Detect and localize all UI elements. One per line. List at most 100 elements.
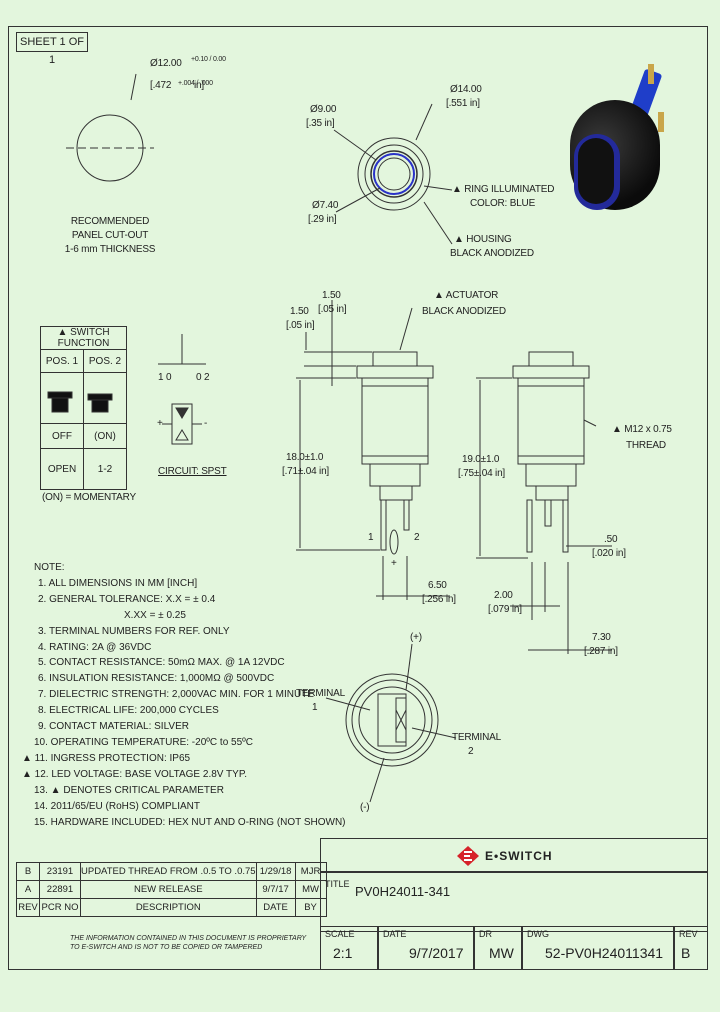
- pcr-cell: 22891: [39, 880, 81, 899]
- part-number: PV0H24011-341: [355, 884, 451, 899]
- revision-row: A 22891 NEW RELEASE 9/7/17 MW: [16, 880, 327, 899]
- dim-18: 18.0±1.0: [286, 452, 324, 463]
- row1-pos2: (ON): [83, 423, 127, 449]
- terminal-1-num-label: 1: [312, 702, 318, 713]
- cutout-dim-tol: +0.10 / 0.00: [191, 56, 226, 63]
- front-d14: Ø14.00: [450, 84, 482, 95]
- scale-cell: SCALE 2:1: [320, 926, 378, 970]
- note-item: 4. RATING: 2A @ 36VDC: [38, 641, 152, 653]
- front-d14-in: [.551 in]: [446, 98, 480, 109]
- by-header: BY: [294, 898, 327, 917]
- note-item: 14. 2011/65/EU (RoHS) COMPLIANT: [34, 800, 200, 812]
- eswitch-logo-icon: [457, 846, 479, 866]
- thread-label-1: ▲ M12 x 0.75: [612, 424, 672, 435]
- front-view: [333, 103, 453, 245]
- proprietary-line: THE INFORMATION CONTAINED IN THIS DOCUME…: [70, 935, 307, 942]
- circuit-caption: CIRCUIT: SPST: [158, 466, 227, 477]
- dim-730-in: [.287 in]: [584, 646, 618, 657]
- terminal-2-label: TERMINAL: [452, 732, 501, 743]
- cutout-dim-unit: in]: [194, 80, 204, 91]
- switch-function-header: ▲ SWITCH FUNCTION: [40, 326, 127, 350]
- dim-18-in: [.71±.04 in]: [282, 466, 330, 477]
- dim-050-in: [.020 in]: [592, 548, 626, 559]
- brand-box: E•SWITCH: [320, 838, 708, 872]
- front-d74: Ø7.40: [312, 200, 339, 211]
- note-item: 7. DIELECTRIC STRENGTH: 2,000VAC MIN. FO…: [38, 689, 314, 701]
- notes-block: NOTE: 1. ALL DIMENSIONS IN MM [INCH] 2. …: [22, 560, 346, 830]
- date-cell: 1/29/18: [255, 862, 296, 881]
- title-box: TITLE PV0H24011-341: [320, 872, 708, 932]
- dim-200-in: [.079 in]: [488, 604, 522, 615]
- rev-label: REV: [679, 929, 698, 939]
- dim-19: 19.0±1.0: [462, 454, 500, 465]
- rev-cell: B: [16, 862, 40, 881]
- dwg-value: 52-PV0H24011341: [545, 945, 664, 961]
- note-item: ▲ 12. LED VOLTAGE: BASE VOLTAGE 2.8V TYP…: [22, 768, 247, 780]
- dim-150a-in: [.05 in]: [286, 320, 315, 331]
- ring-label-1: ▲ RING ILLUMINATED: [452, 184, 555, 195]
- notes-title: NOTE:: [34, 562, 65, 573]
- pcr-cell: 23191: [39, 862, 81, 881]
- note-item: 9. CONTACT MATERIAL: SILVER: [38, 721, 189, 733]
- row2-pos2: 1-2: [83, 448, 127, 490]
- housing-label-1: ▲ HOUSING: [454, 234, 512, 245]
- date-value: 9/7/2017: [409, 945, 464, 961]
- terminal-1-num: 1: [368, 532, 374, 543]
- circuit-0a: 0: [166, 372, 172, 383]
- circuit-0b: 0: [196, 372, 202, 383]
- product-render: [562, 64, 682, 214]
- note-item: X.XX = ± 0.25: [124, 609, 186, 621]
- date-header: DATE: [255, 898, 296, 917]
- actuator-label-1: ▲ ACTUATOR: [434, 290, 499, 301]
- dim-200: 2.00: [494, 590, 513, 601]
- dim-650-in: [.256 in]: [422, 594, 456, 605]
- bottom-minus: (-): [360, 802, 370, 813]
- note-item: 3. TERMINAL NUMBERS FOR REF. ONLY: [38, 625, 230, 637]
- note-item: 6. INSULATION RESISTANCE: 1,000MΩ @ 500V…: [38, 673, 275, 685]
- terminal-2-num: 2: [414, 532, 420, 543]
- desc-header: DESCRIPTION: [80, 898, 257, 917]
- momentary-note: (ON) = MOMENTARY: [42, 492, 136, 503]
- brand-name: E•SWITCH: [485, 849, 553, 863]
- note-item: 10. OPERATING TEMPERATURE: -20ºC to 55ºC: [34, 736, 254, 748]
- revision-row: B 23191 UPDATED THREAD FROM .0.5 TO .0.7…: [16, 862, 327, 881]
- housing-label-2: BLACK ANODIZED: [450, 248, 534, 259]
- thread-label-2: THREAD: [626, 440, 666, 451]
- dim-050: .50: [604, 534, 618, 545]
- proprietary-notice: THE INFORMATION CONTAINED IN THIS DOCUME…: [70, 934, 306, 952]
- circuit-plus: +: [157, 418, 163, 429]
- cutout-dim-mm: Ø12.00: [150, 58, 182, 69]
- note-item: 5. CONTACT RESISTANCE: 50mΩ MAX. @ 1A 12…: [38, 657, 285, 669]
- cutout-label-1: RECOMMENDED: [70, 216, 150, 227]
- ring-label-2: COLOR: BLUE: [470, 198, 536, 209]
- dim-19-in: [.75±.04 in]: [458, 468, 506, 479]
- dwg-cell: DWG 52-PV0H24011341: [522, 926, 674, 970]
- pcr-header: PCR NO: [39, 898, 81, 917]
- rev-cell: A: [16, 880, 40, 899]
- desc-cell: UPDATED THREAD FROM .0.5 TO .0.75: [80, 862, 257, 881]
- note-item: 15. HARDWARE INCLUDED: HEX NUT AND O-RIN…: [34, 816, 346, 828]
- actuator-label-2: BLACK ANODIZED: [422, 306, 506, 317]
- sheet-label: SHEET 1 OF 1: [16, 32, 88, 66]
- drawn-label: DR: [479, 929, 492, 939]
- bottom-plus: (+): [410, 632, 422, 643]
- date-cell: 9/7/17: [255, 880, 296, 899]
- note-item: 8. ELECTRICAL LIFE: 200,000 CYCLES: [38, 705, 219, 717]
- dim-150a: 1.50: [290, 306, 309, 317]
- scale-label: SCALE: [325, 929, 355, 939]
- col-pos2: POS. 2: [83, 349, 127, 373]
- front-d9-in: [.35 in]: [306, 118, 335, 129]
- front-d9: Ø9.00: [310, 104, 337, 115]
- date-label: DATE: [383, 929, 407, 939]
- proprietary-line: TO E-SWITCH AND IS NOT TO BE COPIED OR T…: [70, 944, 263, 951]
- note-item: 2. GENERAL TOLERANCE: X.X = ± 0.4: [38, 593, 216, 605]
- side-view-right: [476, 351, 612, 654]
- cutout-label-3: 1-6 mm THICKNESS: [64, 244, 156, 255]
- drawn-cell: DR MW: [474, 926, 522, 970]
- circuit-minus: -: [204, 418, 208, 429]
- note-item: 1. ALL DIMENSIONS IN MM [INCH]: [38, 577, 198, 589]
- dim-150b-in: [.05 in]: [318, 304, 347, 315]
- circuit-1: 1: [158, 372, 164, 383]
- dwg-label: DWG: [527, 929, 549, 939]
